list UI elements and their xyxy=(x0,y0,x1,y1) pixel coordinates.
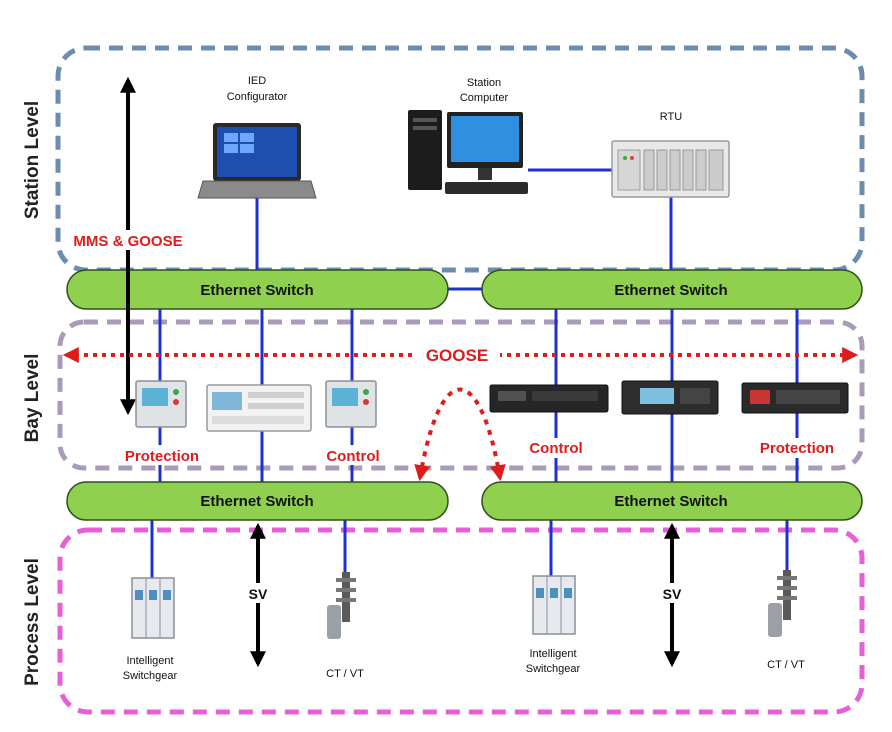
bay-ied-right-icon xyxy=(621,380,719,415)
sv-left-label: SV xyxy=(249,586,268,602)
bay-controller-icon xyxy=(206,384,312,432)
protection-right-label-bg xyxy=(755,438,841,458)
goose-label-bg xyxy=(414,343,500,365)
station-level-title: Station Level xyxy=(22,101,43,219)
protection-relay-left-icon xyxy=(135,380,187,428)
ied-configurator-label-1: IED xyxy=(248,75,266,87)
rtu-label: RTU xyxy=(660,111,682,123)
process-level-title: Process Level xyxy=(22,558,43,686)
switchgear-left-label-2: Switchgear xyxy=(123,670,178,682)
protection-left-label-bg xyxy=(120,445,206,465)
ctvt-right-label: CT / VT xyxy=(767,659,805,671)
protection-relay-right-icon xyxy=(741,382,849,414)
goose-peer-arc xyxy=(414,387,506,482)
station-computer-label-1: Station xyxy=(467,77,501,89)
switch-label: Ethernet Switch xyxy=(614,493,727,510)
control-left-label-bg xyxy=(320,445,386,465)
switchgear-left-icon xyxy=(131,577,175,639)
station-level-boundary xyxy=(55,45,865,273)
control-relay-left-icon xyxy=(325,380,377,428)
control-right-label-bg xyxy=(522,438,588,458)
ethernet-switch-bottom-right: Ethernet Switch xyxy=(481,481,863,521)
bay-level-boundary xyxy=(57,319,865,471)
control-left-label: Control xyxy=(326,448,379,465)
ctvt-right-icon xyxy=(768,570,797,637)
switchgear-right-label-1: Intelligent xyxy=(529,648,576,660)
sv-right-label-bg xyxy=(658,583,686,603)
ethernet-switch-bottom-left: Ethernet Switch xyxy=(66,481,449,521)
process-level-boundary xyxy=(57,527,865,715)
switch-label: Ethernet Switch xyxy=(200,282,313,299)
ctvt-left-label: CT / VT xyxy=(326,668,364,680)
protection-right-label: Protection xyxy=(760,440,834,457)
ethernet-switch-top-right: Ethernet Switch xyxy=(481,269,863,310)
switch-label: Ethernet Switch xyxy=(200,493,313,510)
sv-left-label-bg xyxy=(244,583,272,603)
ied-configurator-label-2: Configurator xyxy=(227,91,288,103)
mms-goose-label: MMS & GOOSE xyxy=(73,233,182,250)
switch-label: Ethernet Switch xyxy=(614,282,727,299)
switchgear-left-label-1: Intelligent xyxy=(126,655,173,667)
ctvt-left-icon xyxy=(327,572,356,639)
control-relay-right-icon xyxy=(489,384,609,413)
control-right-label: Control xyxy=(529,440,582,457)
goose-label: GOOSE xyxy=(426,346,488,365)
protection-left-label: Protection xyxy=(125,448,199,465)
sv-right-label: SV xyxy=(663,586,682,602)
laptop-icon xyxy=(197,123,317,199)
bay-level-title: Bay Level xyxy=(22,354,43,443)
mms-goose-label-bg xyxy=(66,230,188,250)
station-computer-label-2: Computer xyxy=(460,92,509,104)
rtu-icon xyxy=(611,140,730,198)
switchgear-right-icon xyxy=(532,575,576,635)
ethernet-switch-top-left: Ethernet Switch xyxy=(66,269,449,310)
switchgear-right-label-2: Switchgear xyxy=(526,663,581,675)
desktop-computer-icon xyxy=(408,110,528,194)
